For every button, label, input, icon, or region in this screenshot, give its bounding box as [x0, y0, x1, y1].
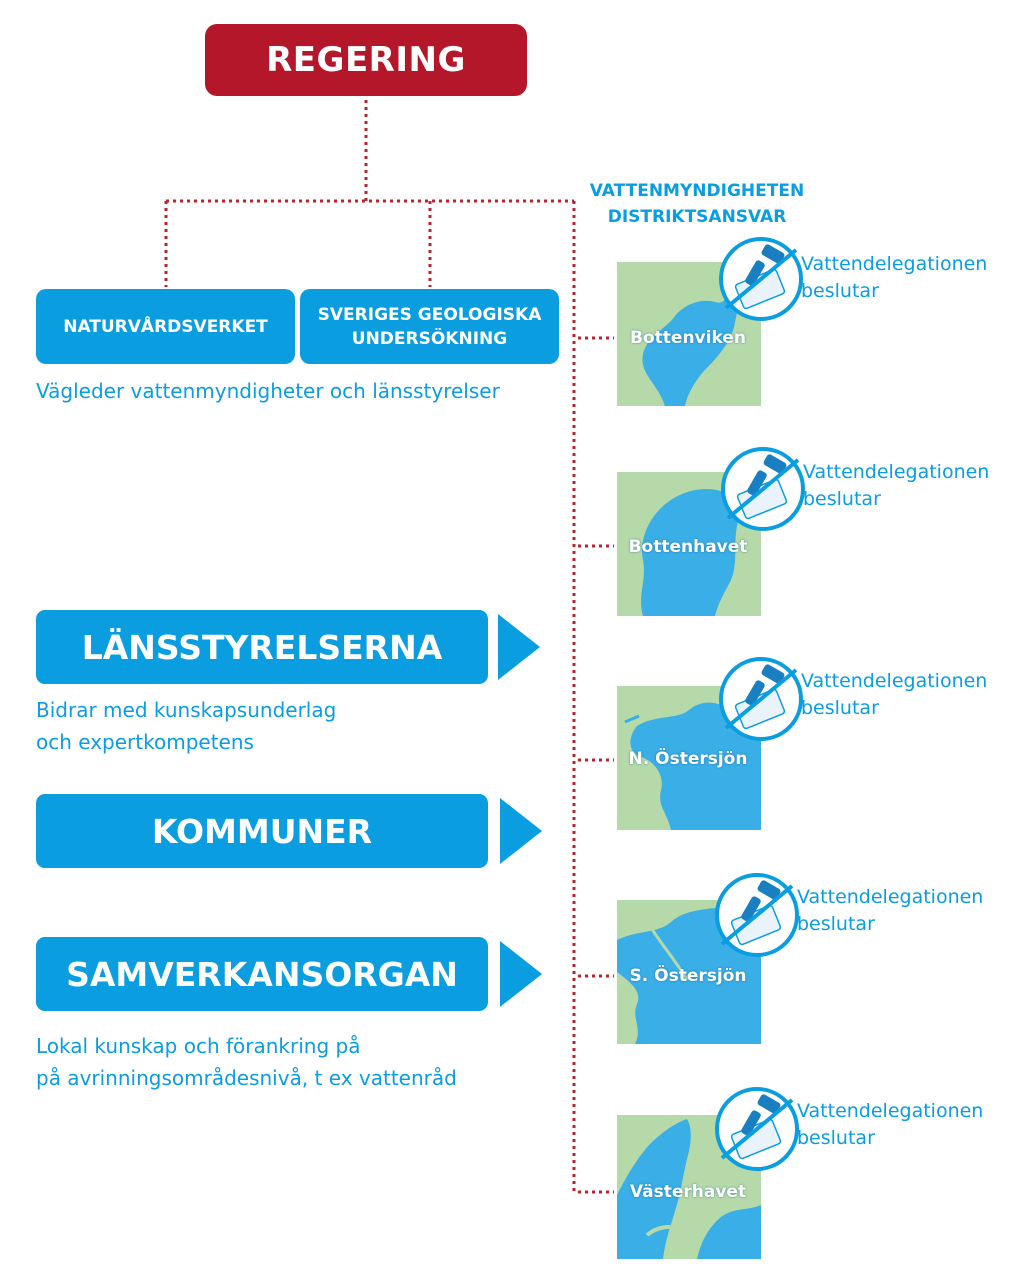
delegation-line2: beslutar	[803, 488, 881, 510]
agencies-caption: Vägleder vattenmyndigheter och länsstyre…	[36, 379, 500, 403]
kommuner-arrow-icon	[500, 798, 542, 864]
delegation-text-s-ostersjon: Vattendelegationen beslutar	[797, 884, 983, 938]
lansstyrelserna-caption-line1: Bidrar med kunskapsunderlag	[36, 698, 337, 722]
samverkansorgan-caption-line2: på avrinningsområdesnivå, t ex vattenråd	[36, 1066, 457, 1090]
delegation-line2: beslutar	[797, 1127, 875, 1149]
gavel-stamp-icon	[721, 447, 805, 531]
delegation-text-bottenhavet: Vattendelegationen beslutar	[803, 459, 989, 513]
samverkansorgan-caption-line1: Lokal kunskap och förankring på	[36, 1034, 361, 1058]
delegation-text-n-ostersjon: Vattendelegationen beslutar	[801, 668, 987, 722]
lansstyrelserna-box: LÄNSSTYRELSERNA	[36, 610, 488, 684]
samverkansorgan-box: SAMVERKANSORGAN	[36, 937, 488, 1011]
lansstyrelserna-arrow-icon	[498, 614, 540, 680]
gavel-stamp-icon	[719, 657, 803, 741]
s-ostersjon-label: S. Östersjön	[629, 966, 747, 986]
bottenviken-label: Bottenviken	[630, 328, 746, 348]
vasterhavet-label: Västerhavet	[629, 1182, 747, 1202]
delegation-line1: Vattendelegationen	[797, 886, 984, 908]
delegation-line2: beslutar	[797, 913, 875, 935]
delegation-line2: beslutar	[801, 697, 879, 719]
lansstyrelserna-caption: Bidrar med kunskapsunderlag och expertko…	[36, 694, 336, 758]
delegation-line1: Vattendelegationen	[801, 670, 988, 692]
sgu-label-line1: SVERIGES GEOLOGISKA	[317, 304, 542, 325]
n-ostersjon-label: N. Östersjön	[628, 749, 748, 769]
delegation-line1: Vattendelegationen	[803, 461, 990, 483]
delegation-text-bottenviken: Vattendelegationen beslutar	[801, 251, 987, 305]
bottenviken-map	[617, 262, 761, 406]
samverkansorgan-caption: Lokal kunskap och förankring på på avrin…	[36, 1030, 457, 1094]
naturvardsverket-box: NATURVÅRDSVERKET	[36, 289, 295, 364]
gavel-stamp-icon	[715, 1087, 799, 1171]
vattenmyndigheten-header: VATTENMYNDIGHETEN DISTRIKTSANSVAR	[572, 178, 822, 230]
lansstyrelserna-caption-line2: och expertkompetens	[36, 730, 254, 754]
delegation-line1: Vattendelegationen	[801, 253, 988, 275]
n-ostersjon-map	[617, 686, 761, 830]
gavel-stamp-icon	[715, 873, 799, 957]
regering-box: REGERING	[205, 24, 527, 96]
vattenmyndigheten-title: VATTENMYNDIGHETEN	[589, 181, 805, 201]
vattenmyndigheten-subtitle: DISTRIKTSANSVAR	[607, 207, 787, 227]
naturvardsverket-label: NATURVÅRDSVERKET	[63, 316, 268, 337]
samverkansorgan-arrow-icon	[500, 941, 542, 1007]
delegation-line1: Vattendelegationen	[797, 1100, 984, 1122]
delegation-text-vasterhavet: Vattendelegationen beslutar	[797, 1098, 983, 1152]
kommuner-label: KOMMUNER	[151, 811, 373, 851]
lansstyrelserna-label: LÄNSSTYRELSERNA	[81, 627, 443, 667]
sgu-box: SVERIGES GEOLOGISKA UNDERSÖKNING	[300, 289, 559, 364]
delegation-line2: beslutar	[801, 280, 879, 302]
gavel-stamp-icon	[719, 237, 803, 321]
regering-label: REGERING	[266, 40, 466, 80]
samverkansorgan-label: SAMVERKANSORGAN	[66, 954, 458, 994]
bottenhavet-label: Bottenhavet	[628, 537, 748, 557]
kommuner-box: KOMMUNER	[36, 794, 488, 868]
vasterhavet-map	[617, 1115, 761, 1259]
sgu-label-line2: UNDERSÖKNING	[351, 328, 508, 349]
